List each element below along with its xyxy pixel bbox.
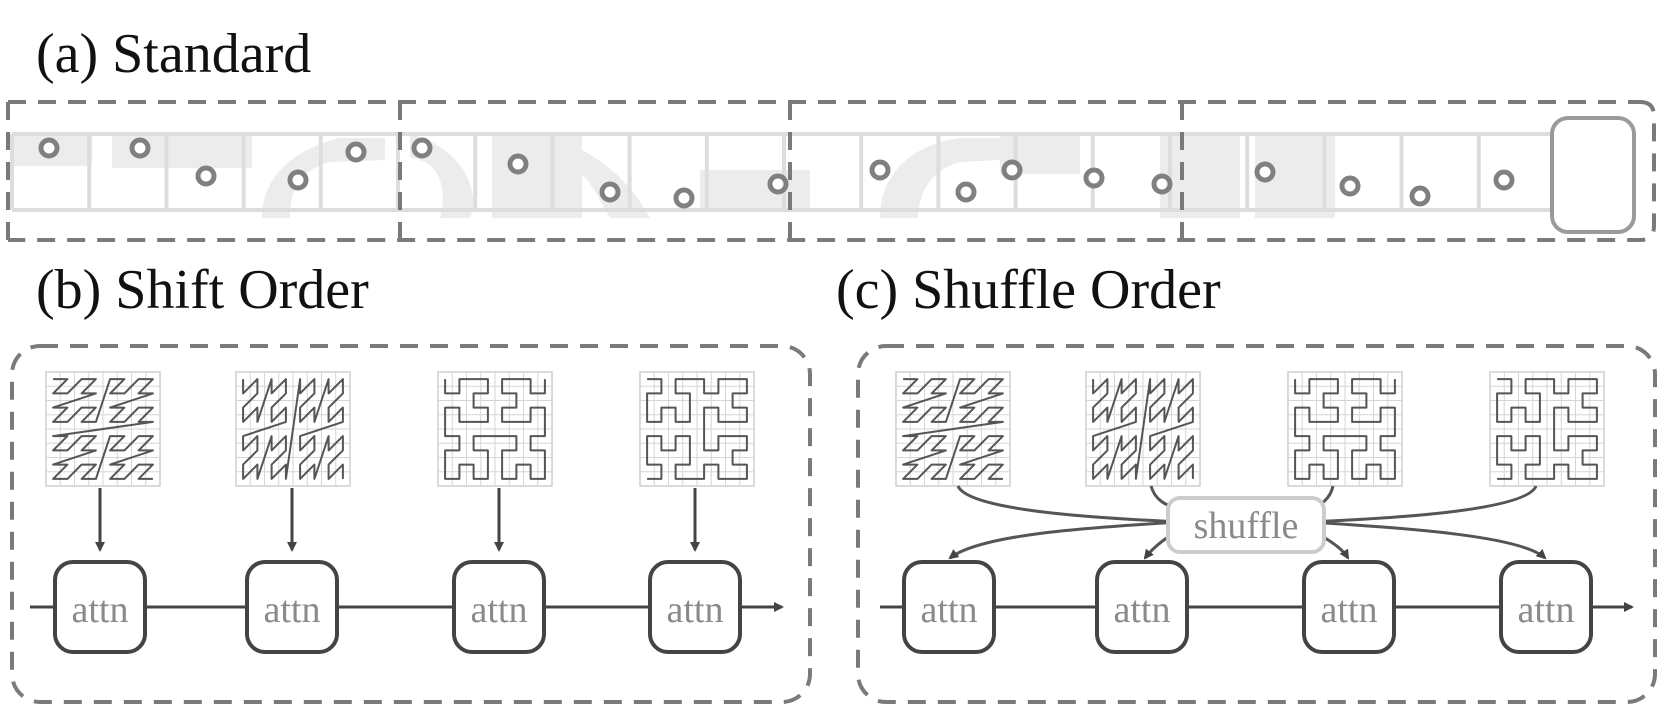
transposed-z-order-curve-icon <box>235 371 351 487</box>
panel-a-title: (a) Standard <box>36 23 312 85</box>
point-marker <box>673 187 695 209</box>
point-marker <box>1493 169 1515 191</box>
panel-c-shuffle-order: shuffle attn attn attn attn <box>856 344 1657 704</box>
attn-label: attn <box>264 589 321 631</box>
token-grid <box>10 132 1558 212</box>
attn-node: attn <box>902 560 996 654</box>
hilbert-curve-icon <box>437 371 553 487</box>
point-marker <box>1001 159 1023 181</box>
point-marker <box>1409 185 1431 207</box>
point-marker <box>1254 161 1276 183</box>
panel-c-border <box>856 344 1657 704</box>
shuffle-connectors <box>948 485 1547 560</box>
z-order-curve-icon <box>45 371 161 487</box>
point-marker <box>1339 175 1361 197</box>
attn-label: attn <box>667 589 724 631</box>
attn-node: attn <box>452 560 546 654</box>
panel-b-title: (b) Shift Order <box>36 259 369 321</box>
point-marker <box>507 153 529 175</box>
point-marker <box>287 169 309 191</box>
point-marker <box>1151 173 1173 195</box>
point-marker <box>1083 167 1105 189</box>
point-marker <box>345 141 367 163</box>
point-marker <box>767 173 789 195</box>
attn-label: attn <box>72 589 129 631</box>
point-marker <box>869 159 891 181</box>
point-markers <box>38 137 1515 209</box>
attn-label: attn <box>1321 589 1378 631</box>
transposed-hilbert-curve-icon <box>1489 371 1605 487</box>
point-marker <box>955 181 977 203</box>
z-order-curve-icon <box>895 371 1011 487</box>
attn-node: attn <box>648 560 742 654</box>
transposed-z-order-curve-icon <box>1085 371 1201 487</box>
attn-label: attn <box>471 589 528 631</box>
attn-label: attn <box>921 589 978 631</box>
panel-b-border <box>10 344 812 704</box>
attention-flow: attn attn attn attn <box>30 488 784 654</box>
window-partitions <box>6 100 1656 242</box>
attn-node: attn <box>245 560 339 654</box>
point-marker <box>411 137 433 159</box>
panel-b-shift-order: attn attn attn attn <box>10 344 812 704</box>
attn-node: attn <box>1499 560 1593 654</box>
transposed-hilbert-curve-icon <box>639 371 755 487</box>
point-marker <box>195 165 217 187</box>
attn-node: attn <box>1095 560 1189 654</box>
shuffle-label: shuffle <box>1194 505 1299 547</box>
panel-c-title: (c) Shuffle Order <box>836 259 1221 321</box>
padding-block <box>1550 116 1636 234</box>
point-marker <box>599 181 621 203</box>
attn-node: attn <box>53 560 147 654</box>
attn-label: attn <box>1114 589 1171 631</box>
attn-label: attn <box>1518 589 1575 631</box>
attention-flow: attn attn attn attn <box>880 560 1634 654</box>
attn-node: attn <box>1302 560 1396 654</box>
serialization-curves <box>45 371 755 487</box>
serialization-curves <box>895 371 1605 487</box>
point-marker <box>38 137 60 159</box>
point-marker <box>129 137 151 159</box>
panel-a-standard <box>6 100 1656 242</box>
hilbert-curve-icon <box>1287 371 1403 487</box>
shuffle-box: shuffle <box>1166 496 1326 554</box>
